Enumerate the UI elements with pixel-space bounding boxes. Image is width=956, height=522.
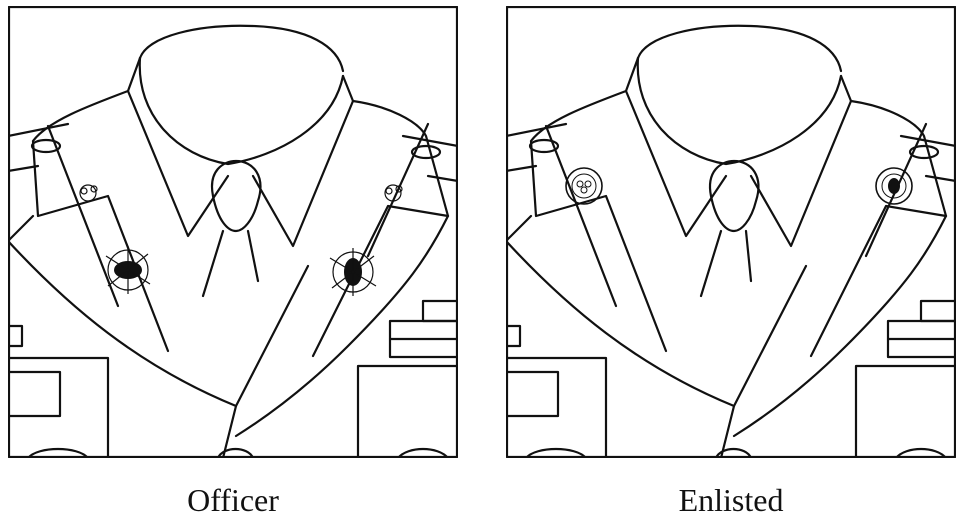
lapel-edge-right bbox=[236, 266, 308, 406]
pocket-flap-left bbox=[8, 372, 60, 416]
lapel-left bbox=[531, 91, 666, 351]
lapel-edge-right bbox=[734, 266, 806, 406]
ribbon-top-right bbox=[423, 301, 458, 321]
tie-right bbox=[746, 231, 751, 281]
coat-front-left bbox=[506, 241, 734, 458]
shirt-collar-right bbox=[751, 76, 851, 246]
enlisted-uniform-drawing bbox=[506, 6, 956, 458]
officer-uniform-illustration bbox=[8, 6, 458, 458]
ribbon-top-right bbox=[921, 301, 956, 321]
lapel-left bbox=[33, 91, 168, 351]
tie-right bbox=[248, 231, 258, 281]
collar-disk-left-icon bbox=[566, 168, 602, 204]
tie-left bbox=[701, 231, 721, 296]
neck bbox=[638, 26, 841, 71]
caption-officer: Officer bbox=[8, 482, 458, 519]
tie-left bbox=[203, 231, 223, 296]
collar-back bbox=[140, 58, 343, 164]
frame bbox=[507, 7, 955, 457]
pocket-right bbox=[856, 366, 956, 458]
pocket-right bbox=[358, 366, 458, 458]
shoulder-seam-right bbox=[368, 124, 428, 256]
shoulder-seam-left bbox=[48, 126, 118, 306]
caption-enlisted: Enlisted bbox=[506, 482, 956, 519]
enlisted-uniform-illustration bbox=[506, 6, 956, 458]
pen-left bbox=[8, 326, 22, 346]
shoulder-seam-left bbox=[546, 126, 616, 306]
pocket-flap-left bbox=[506, 372, 558, 416]
officer-collar-insignia bbox=[80, 185, 402, 201]
enlisted-collar-disks bbox=[566, 168, 912, 204]
coat-front-right bbox=[236, 216, 448, 436]
neck bbox=[140, 26, 343, 71]
lapel-left-lower bbox=[8, 216, 33, 241]
collar-disk-right-icon bbox=[876, 168, 912, 204]
shirt-collar-right bbox=[253, 76, 353, 246]
pen-left bbox=[506, 326, 520, 346]
tie-knot bbox=[212, 161, 260, 231]
tie-knot bbox=[710, 161, 758, 231]
frame bbox=[9, 7, 457, 457]
shirt-collar-left bbox=[128, 58, 228, 236]
officer-lapel-insignia bbox=[106, 246, 376, 296]
lapel-left-lower bbox=[506, 216, 531, 241]
collar-back bbox=[638, 58, 841, 164]
officer-uniform-drawing bbox=[8, 6, 458, 458]
shirt-collar-left bbox=[626, 58, 726, 236]
coat-front-right bbox=[734, 216, 946, 436]
